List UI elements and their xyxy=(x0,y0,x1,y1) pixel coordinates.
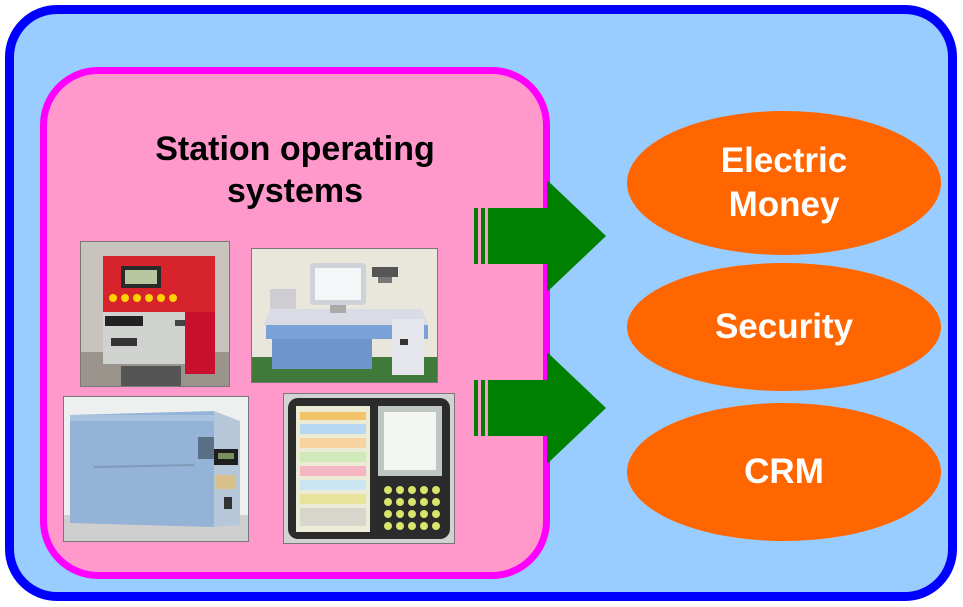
security-label: Security xyxy=(714,307,854,346)
crm-oval: CRM xyxy=(627,403,941,541)
crm-label: CRM xyxy=(744,452,824,491)
ticket-vending-machine-icon xyxy=(81,242,229,386)
electric-money-oval: Electric Money xyxy=(627,111,941,255)
arrow-upper xyxy=(474,180,606,292)
electric-money-label-line-2: Money xyxy=(728,185,840,224)
blue-cabinet-machine-photo xyxy=(63,396,249,542)
handheld-tablet-terminal-icon xyxy=(284,394,454,543)
station-desk-terminal-photo xyxy=(251,248,438,383)
handheld-tablet-terminal-photo xyxy=(283,393,455,544)
blue-cabinet-machine-icon xyxy=(64,397,248,541)
ticket-vending-machine-photo xyxy=(80,241,230,387)
arrow-lower xyxy=(474,352,606,464)
panel-title: Station operating systems xyxy=(47,128,543,212)
electric-money-label-line-1: Electric xyxy=(720,141,848,180)
panel-title-line-1: Station operating xyxy=(155,130,435,168)
security-oval: Security xyxy=(627,263,941,391)
station-desk-terminal-icon xyxy=(252,249,437,382)
panel-title-line-2: systems xyxy=(226,172,364,210)
